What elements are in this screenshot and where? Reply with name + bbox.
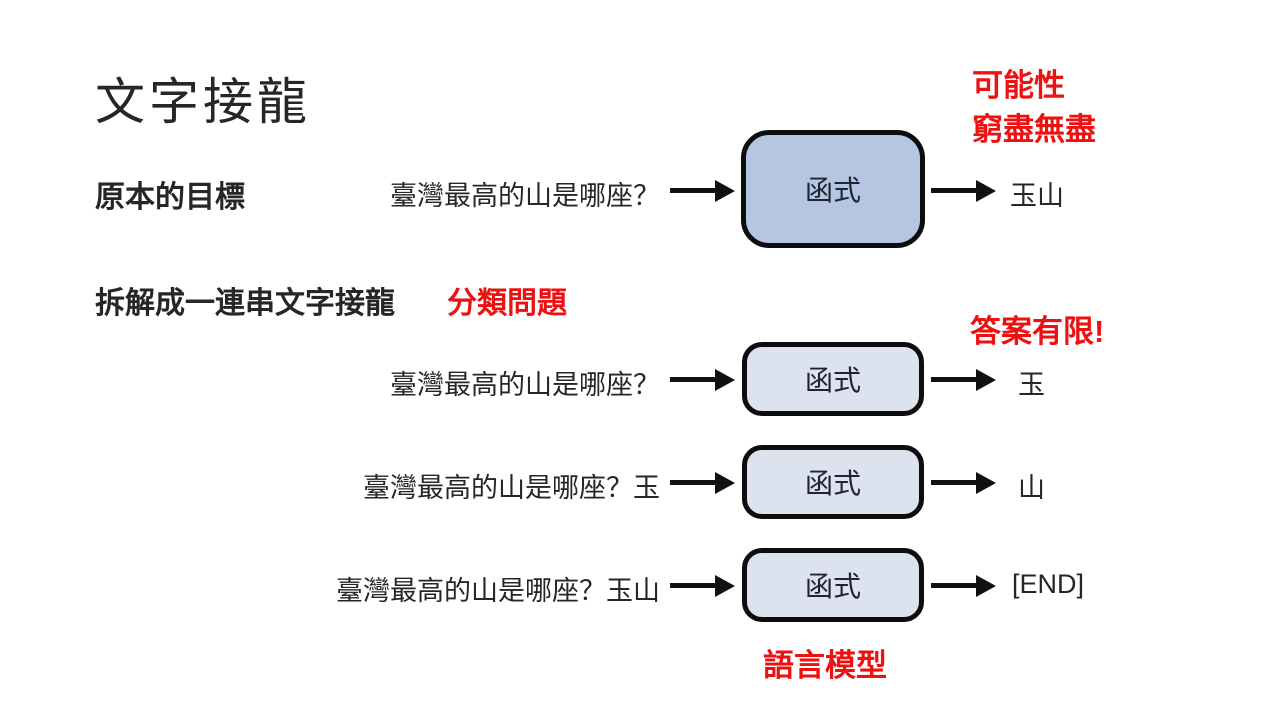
note-possibilities-line1: 可能性: [972, 68, 1065, 103]
section-decompose-header: 拆解成一連串文字接龍 分類問題: [95, 278, 567, 322]
function-box-label: 函式: [804, 571, 861, 602]
note-possibilities: 可能性 窮盡無盡: [972, 64, 1096, 152]
arrow-right-icon: [670, 480, 716, 485]
arrow-right-icon: [670, 583, 716, 588]
function-box: 函式: [742, 445, 924, 519]
row-output: 山: [1018, 473, 1045, 503]
section-decompose-label: 拆解成一連串文字接龍: [95, 287, 395, 320]
row-output: 玉山: [1010, 181, 1064, 211]
note-language-model: 語言模型: [763, 648, 887, 683]
arrow-right-icon: [670, 377, 716, 382]
note-possibilities-line2: 窮盡無盡: [972, 112, 1096, 147]
row-input: 臺灣最高的山是哪座？玉: [363, 473, 660, 503]
function-box: 函式: [741, 130, 925, 248]
row-output: 玉: [1018, 370, 1045, 400]
row-input: 臺灣最高的山是哪座？: [390, 370, 660, 400]
function-box: 函式: [742, 342, 924, 416]
row-output: [END]: [1012, 569, 1085, 599]
note-limited-answers: 答案有限!: [970, 314, 1105, 349]
section-original-goal-label: 原本的目標: [95, 181, 245, 214]
arrow-right-icon: [931, 583, 977, 588]
arrow-right-icon: [931, 377, 977, 382]
arrow-right-icon: [670, 188, 716, 193]
row-input: 臺灣最高的山是哪座？: [390, 181, 660, 211]
function-box: 函式: [742, 548, 924, 622]
function-box-label: 函式: [804, 365, 861, 396]
page-title: 文字接龍: [95, 74, 311, 130]
function-box-label: 函式: [804, 468, 861, 499]
arrow-right-icon: [931, 188, 977, 193]
row-input: 臺灣最高的山是哪座？玉山: [336, 576, 660, 606]
arrow-right-icon: [931, 480, 977, 485]
function-box-label: 函式: [804, 175, 861, 206]
note-classification: 分類問題: [447, 287, 567, 320]
